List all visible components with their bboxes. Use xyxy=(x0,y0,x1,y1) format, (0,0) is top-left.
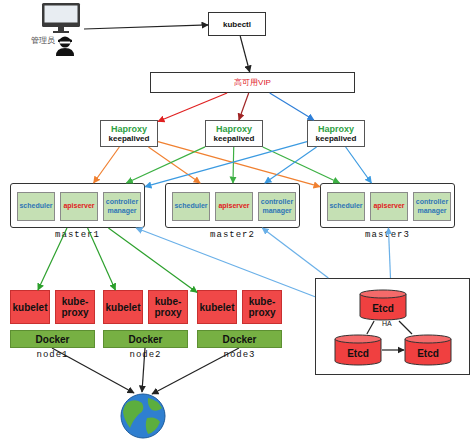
node-text: kube-proxy xyxy=(243,296,281,318)
connector-arrow xyxy=(108,228,197,292)
node-text: controllermanager xyxy=(415,198,449,214)
node-text: controllermanager xyxy=(260,198,294,214)
runtime-bar: Docker xyxy=(103,330,188,348)
component-box: scheduler xyxy=(327,192,365,221)
agent-box: kube-proxy xyxy=(242,290,282,324)
component-box: controllermanager xyxy=(413,192,451,221)
node-text: kubectl xyxy=(223,20,251,29)
proxy-box: Haproxykeepalived xyxy=(307,120,365,147)
connector-arrow xyxy=(136,228,315,297)
connector-arrow xyxy=(94,147,120,183)
admin-user: 管理员 xyxy=(22,2,84,58)
internet-globe xyxy=(121,394,165,438)
node-text: apiserver xyxy=(63,202,94,210)
node-text: kubelet xyxy=(12,302,47,313)
connector-arrow xyxy=(265,147,317,183)
connector-arrow xyxy=(270,93,314,120)
agent-box: kube-proxy xyxy=(55,290,95,324)
node-text: Etcd xyxy=(417,348,439,359)
agent-box: kube-proxy xyxy=(148,290,188,324)
node-text: scheduler xyxy=(19,202,52,210)
node-text: kube-proxy xyxy=(149,296,187,318)
admin-monitor xyxy=(42,3,80,33)
agent-box: kubelet xyxy=(10,290,50,324)
component-box: controllermanager xyxy=(258,192,296,221)
node-text: Etcd xyxy=(347,348,369,359)
master-box: master2schedulerapiservercontrollermanag… xyxy=(165,183,300,228)
client-box: kubectl xyxy=(208,12,266,36)
database-cylinder: Etcd xyxy=(359,289,407,321)
node-text: controllermanager xyxy=(105,198,139,214)
node-text: Docker xyxy=(36,334,70,345)
cluster-box: HAEtcdEtcdEtcd xyxy=(315,278,470,375)
node-text: kube-proxy xyxy=(56,296,94,318)
node-text: master2 xyxy=(166,230,299,240)
connector-arrow xyxy=(126,147,205,183)
node-text: HA xyxy=(382,320,392,327)
node-text: master1 xyxy=(11,230,144,240)
agent-box: kubelet xyxy=(197,290,237,324)
component-box: apiserver xyxy=(370,192,408,221)
vip-box: 高可用VIP xyxy=(150,72,355,93)
component-box: controllermanager xyxy=(103,192,141,221)
connector-arrow xyxy=(84,25,208,29)
connector-arrow xyxy=(240,36,250,72)
component-box: scheduler xyxy=(17,192,55,221)
node-text: Haproxy xyxy=(111,124,147,134)
cylinder-top xyxy=(405,335,451,343)
node-text: Etcd xyxy=(372,303,394,314)
agent-box: kubelet xyxy=(103,290,143,324)
database-cylinder: Etcd xyxy=(404,334,452,366)
connector-arrow xyxy=(145,142,307,187)
node-text: kubelet xyxy=(105,302,140,313)
connector-arrow xyxy=(158,142,320,187)
node-text: kubelet xyxy=(199,302,234,313)
node-text: Haproxy xyxy=(318,124,354,134)
component-box: apiserver xyxy=(60,192,98,221)
connector-arrow xyxy=(158,93,227,122)
master-box: master1schedulerapiservercontrollermanag… xyxy=(10,183,145,228)
node-label: node2 xyxy=(103,350,188,360)
node-label: node3 xyxy=(197,350,282,360)
runtime-bar: Docker xyxy=(10,330,95,348)
node-text: keepalived xyxy=(214,134,255,143)
connector-arrow xyxy=(346,147,372,183)
node-text: scheduler xyxy=(174,202,207,210)
node-text: scheduler xyxy=(329,202,362,210)
node-text: Docker xyxy=(223,334,257,345)
master-box: master3schedulerapiservercontrollermanag… xyxy=(320,183,455,228)
connector-arrow xyxy=(263,147,340,183)
node-text: Docker xyxy=(129,334,163,345)
runtime-bar: Docker xyxy=(197,330,282,348)
node-text: apiserver xyxy=(218,202,249,210)
docker-internet-wires xyxy=(52,348,239,394)
node-text: keepalived xyxy=(109,134,150,143)
node-label: node1 xyxy=(10,350,95,360)
database-cylinder: Etcd xyxy=(334,334,382,366)
node-text: keepalived xyxy=(316,134,357,143)
node-text: master3 xyxy=(321,230,454,240)
component-box: scheduler xyxy=(172,192,210,221)
connector-arrow xyxy=(232,147,234,183)
connector-arrow xyxy=(148,147,200,183)
connector-arrow xyxy=(239,93,249,120)
node-text: apiserver xyxy=(373,202,404,210)
admin-person xyxy=(56,37,74,57)
component-box: apiserver xyxy=(215,192,253,221)
node-text: Haproxy xyxy=(216,124,252,134)
connector-arrow xyxy=(262,228,328,278)
cylinder-top xyxy=(360,290,406,298)
node-text: 高可用VIP xyxy=(234,77,271,88)
proxy-box: Haproxykeepalived xyxy=(100,120,158,147)
node-text: 管理员 xyxy=(31,35,55,46)
cylinder-top xyxy=(335,335,381,343)
proxy-box: Haproxykeepalived xyxy=(205,120,263,147)
